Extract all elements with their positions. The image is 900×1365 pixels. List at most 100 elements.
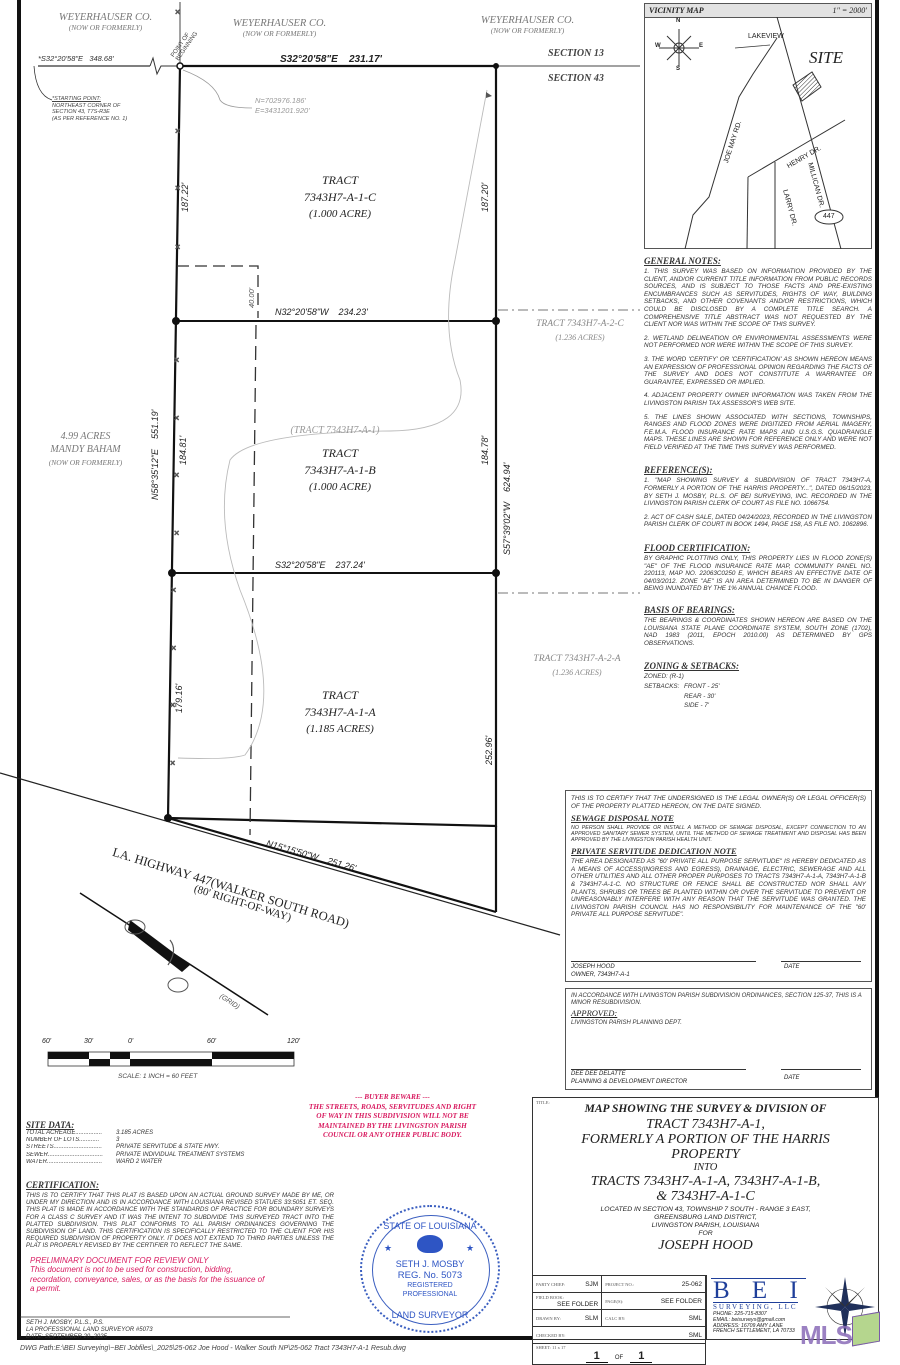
- scale-tick: 60': [42, 1038, 52, 1045]
- seal-line2: PROFESSIONAL: [402, 1291, 458, 1298]
- general-note: 4. ADJACENT PROPERTY OWNER INFORMATION W…: [644, 392, 872, 407]
- section-43-label: SECTION 43: [548, 73, 604, 84]
- call-line-c-b: N32°20'58"W 234.23': [275, 307, 368, 317]
- seal-bottom: LAND SURVEYOR: [391, 1310, 469, 1320]
- zoning-zoned: ZONED: (R-1): [644, 673, 684, 681]
- starting-point-line: SECTION 43, T7S-R3E: [52, 109, 110, 115]
- adjoiner-status: (NOW OR FORMERLY): [48, 458, 123, 467]
- site-data-row: SEWER.................................PR…: [26, 1151, 245, 1158]
- svg-text:×: ×: [174, 355, 179, 365]
- site-data-row: TOTAL ACREAGE................3.185 ACRES: [26, 1130, 154, 1136]
- dim-west-a: 179.16': [174, 683, 184, 713]
- dim-east-c: 187.20': [480, 182, 490, 212]
- vicinity-map-header: VICINITY MAP 1" = 2000': [645, 4, 871, 18]
- buyer-beware-notice: --- BUYER BEWARE --- THE STREETS, ROADS,…: [280, 1092, 505, 1140]
- preliminary-title: PRELIMINARY DOCUMENT FOR REVIEW ONLY: [30, 1255, 209, 1265]
- sheet-row: SHEET: 11 x 17 1 OF 1: [532, 1343, 706, 1365]
- location-line: LOCATED IN SECTION 43, TOWNSHIP 7 SOUTH …: [600, 1206, 811, 1213]
- company-city: FRENCH SETTLEMENT, LA 70733: [713, 1328, 795, 1335]
- vicinity-map: VICINITY MAP 1" = 2000' N S W E LAKEVIEW…: [644, 3, 872, 249]
- for-label: FOR: [698, 1230, 713, 1237]
- tie-distance: 348.68': [89, 54, 114, 63]
- site-data-table: TOTAL ACREAGE................3.185 ACRES…: [26, 1130, 334, 1166]
- starting-point-line: (AS PER REFERENCE NO. 1): [52, 115, 128, 122]
- seal-state: STATE OF LOUISIANA: [383, 1221, 477, 1231]
- seal-name: SETH J. MOSBY: [395, 1259, 465, 1269]
- sheet-number: 1: [585, 1350, 608, 1363]
- company-email: EMAIL: beisurveys@gmail.com: [713, 1316, 786, 1323]
- info-row: FIELD BOOK:SEE FOLDER PAGE(S):SEE FOLDER: [531, 1292, 706, 1310]
- preliminary-text: This document is not to be used for cons…: [30, 1265, 265, 1294]
- servitude-title: PRIVATE SERVITUDE DEDICATION NOTE: [571, 846, 737, 857]
- director-date-line[interactable]: [781, 1069, 861, 1070]
- buyer-beware-line: OF WAY IN THIS SUBDIVISION WILL NOT BE: [316, 1111, 469, 1120]
- vicinity-map-roads: [659, 17, 846, 249]
- adjoiner-status: (NOW OR FORMERLY): [242, 29, 317, 38]
- north-arrow-icon: [79, 892, 269, 1016]
- flood-cert-text: BY GRAPHIC PLOTTING ONLY, THIS PROPERTY …: [644, 555, 872, 593]
- site-data-row: NUMBER OF LOTS............3: [26, 1137, 120, 1144]
- company-block: B E I SURVEYING, LLC PHONE: 225-715-8307…: [706, 1275, 879, 1339]
- adjoiner-north-left: WEYERHAUSER CO. (NOW OR FORMERLY): [48, 12, 163, 32]
- owner-name: JOSEPH HOOD: [571, 964, 615, 970]
- general-note: 3. THE WORD 'CERTIFY' OR 'CERTIFICATION'…: [644, 355, 872, 386]
- svg-text:×: ×: [171, 643, 176, 653]
- highway-shield-icon: [814, 209, 844, 225]
- surveyor-license: LA PROFESSIONAL LAND SURVEYOR #5073: [26, 1326, 153, 1333]
- surveyor-seal: STATE OF LOUISIANA ★ ★ SETH J. MOSBY REG…: [360, 1205, 500, 1333]
- references-title: REFERENCE(S):: [644, 465, 713, 476]
- svg-text:×: ×: [170, 700, 175, 710]
- starting-point-line: NORTHEAST CORNER OF: [52, 102, 121, 109]
- general-notes-title: GENERAL NOTES:: [644, 256, 721, 266]
- adjoiner-name: WEYERHAUSER CO.: [58, 12, 153, 23]
- location-line: GREENSBURG LAND DISTRICT,: [654, 1214, 757, 1221]
- pelican-emblem-icon: [417, 1235, 443, 1253]
- pob-easting: E=3431201.920': [255, 106, 310, 115]
- mls-watermark: MLS: [800, 1320, 853, 1350]
- owner-date-line[interactable]: [781, 961, 861, 962]
- site-label: SITE: [809, 48, 843, 67]
- owner-signature-line[interactable]: [571, 961, 756, 962]
- certification-title: CERTIFICATION:: [26, 1180, 100, 1191]
- tie-bearing: *S32°20'58"E: [38, 54, 84, 63]
- adjoiner-acres: 4.99 ACRES: [60, 431, 111, 442]
- title-line: & 7343H7-A-1-C: [656, 1189, 755, 1204]
- mls-cube-icon: [852, 1311, 880, 1347]
- dim-west-b: 184.81': [178, 435, 188, 465]
- svg-text:×: ×: [175, 242, 180, 252]
- title-info-table: PARTY CHIEF:SJM PROJECT NO.:25-062 FIELD…: [531, 1275, 706, 1365]
- director-signature-line[interactable]: [571, 1069, 746, 1070]
- preliminary-notice: PRELIMINARY DOCUMENT FOR REVIEW ONLY Thi…: [30, 1256, 270, 1294]
- title-block: TITLE: MAP SHOWING THE SURVEY & DIVISION…: [531, 1097, 879, 1365]
- basis-of-bearings-title: BASIS OF BEARINGS:: [644, 605, 735, 615]
- adjoiner-name: MANDY BAHAM: [50, 444, 121, 455]
- site-parcel-icon: [792, 71, 822, 102]
- adjoiner-status: (NOW OR FORMERLY): [68, 23, 143, 32]
- adjoiner-acres: (1.236 ACRES): [552, 668, 602, 677]
- section-13-label: SECTION 13: [548, 48, 604, 59]
- scale-tick: 30': [84, 1038, 94, 1045]
- sewage-text: NO PERSON SHALL PROVIDE OR INSTALL A MET…: [571, 825, 866, 844]
- setback-front: FRONT - 25': [684, 682, 720, 690]
- owner-certification-box: THIS IS TO CERTIFY THAT THE UNDERSIGNED …: [565, 790, 872, 982]
- general-note: 2. WETLAND DELINEATION OR ENVIRONMENTAL …: [644, 334, 872, 350]
- setback-side: SIDE - 7': [684, 702, 709, 710]
- approval-intro: IN ACCORDANCE WITH LIVINGSTON PARISH SUB…: [571, 993, 862, 1006]
- compass-s: S: [676, 66, 681, 72]
- scale-tick: 60': [207, 1038, 217, 1045]
- adjoiner-status: (NOW OR FORMERLY): [490, 26, 565, 35]
- owner-title: OWNER, 7343H7-A-1: [571, 971, 630, 978]
- svg-text:×: ×: [170, 758, 175, 768]
- company-address: ADDRESS: 16709 AMY LANE: [713, 1322, 783, 1329]
- dim-east-a: 252.96': [484, 735, 494, 765]
- scale-tick: 120': [287, 1038, 301, 1045]
- certification-text: THIS IS TO CERTIFY THAT THIS PLAT IS BAS…: [26, 1192, 334, 1250]
- company-subtitle: SURVEYING, LLC: [713, 1302, 798, 1311]
- adjoiner-north-right: WEYERHAUSER CO. (NOW OR FORMERLY): [470, 15, 585, 35]
- tract-area: (1.000 ACRE): [308, 208, 372, 220]
- buyer-beware-line: THE STREETS, ROADS, SERVITUDES AND RIGHT: [308, 1101, 477, 1111]
- company-compass-logo-icon: [815, 1277, 875, 1337]
- adjoiner-name: TRACT 7343H7-A-2-C: [536, 319, 624, 329]
- svg-text:×: ×: [171, 585, 176, 595]
